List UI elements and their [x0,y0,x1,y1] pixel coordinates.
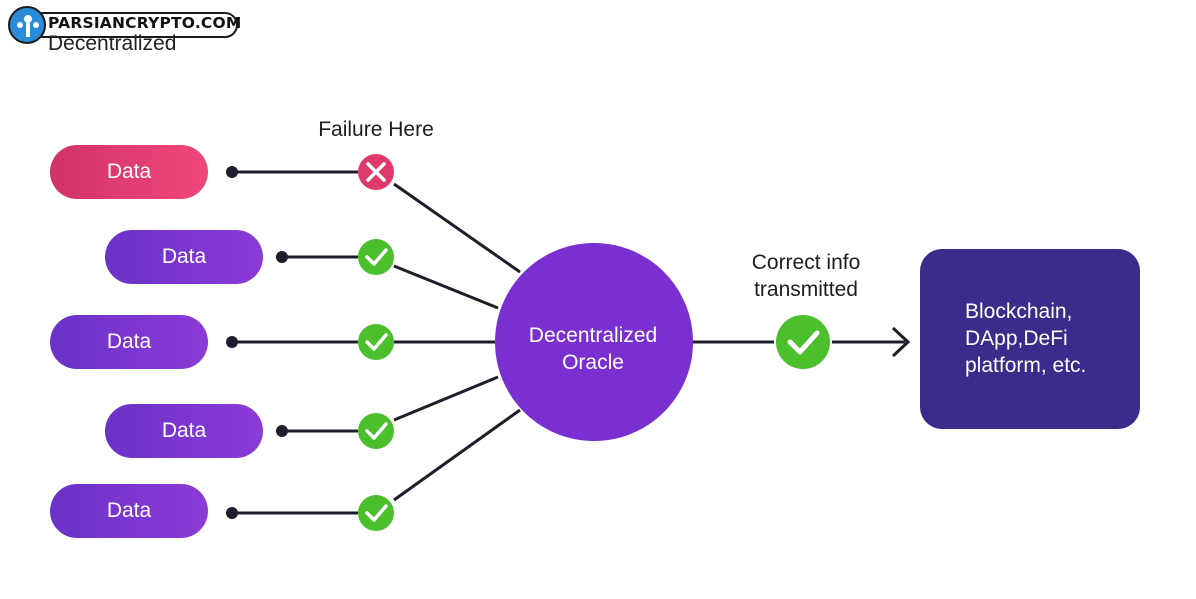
data-source-5: Data [50,484,208,538]
failure-label: Failure Here [318,118,434,141]
endpoint-dot-2 [276,251,288,263]
data-source-2: Data [105,230,263,284]
oracle-link-1 [393,182,521,274]
destination-label: Blockchain, DApp,DeFi platform, etc. [965,298,1086,379]
logo-text: PARSIANCRYPTO.COM [48,14,242,32]
transmit-label: Correct info transmitted [726,249,886,303]
arrow-head-icon [891,326,911,358]
oracle-link-2 [393,264,499,310]
check-icon-3 [358,324,394,360]
transmit-label-line-1: Correct info [751,251,861,274]
transmit-label-line-2: transmitted [754,278,858,301]
data-source-4: Data [105,404,263,458]
destination-box [920,249,1140,429]
endpoint-dot-1 [226,166,238,178]
check-icon-2 [358,239,394,275]
destination-line-3: platform, etc. [965,354,1087,377]
endpoint-dot-3 [226,336,238,348]
endpoint-dot-4 [276,425,288,437]
destination-line-2: DApp,DeFi [965,327,1068,350]
fail-x-icon [358,154,394,190]
oracle-label-line-2: Oracle [562,351,624,374]
transmit-check-icon [776,315,830,369]
site-logo[interactable]: PARSIANCRYPTO.COM [8,6,241,44]
logo-emblem-icon [8,6,46,44]
diagram-subtitle: Decentralized [48,32,177,55]
check-icon-4 [358,413,394,449]
oracle-label: Decentralized Oracle [493,322,693,376]
oracle-link-5 [393,408,521,502]
oracle-link-4 [393,375,499,422]
data-source-1: Data [50,145,208,199]
data-source-3: Data [50,315,208,369]
destination-line-1: Blockchain, [965,300,1073,323]
logo-pill [30,12,238,38]
endpoint-dot-5 [226,507,238,519]
check-icon-5 [358,495,394,531]
oracle-node [495,243,693,441]
oracle-label-line-1: Decentralized [528,324,658,347]
